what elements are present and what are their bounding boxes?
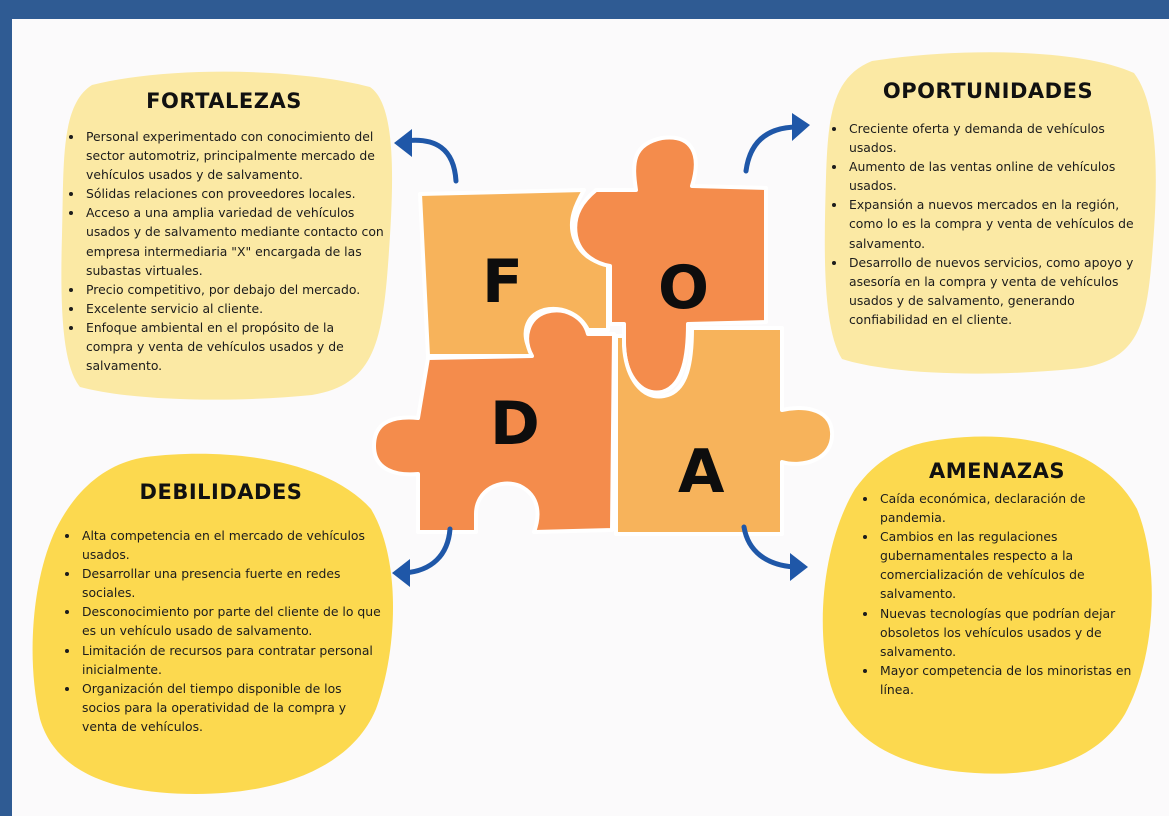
puzzle-piece-a (614, 326, 835, 536)
list-item: Acceso a una amplia variedad de vehículo… (84, 203, 384, 279)
list-item: Personal experimentado con conocimiento … (84, 127, 384, 184)
list-item: Desarrollo de nuevos servicios, como apo… (847, 253, 1149, 329)
puzzle-piece-d (372, 308, 616, 534)
diagram-canvas: FORTALEZAS Personal experimentado con co… (12, 19, 1169, 816)
letter-f: F (482, 247, 523, 317)
fortalezas-blob (52, 65, 400, 405)
list-item: Desarrollar una presencia fuerte en rede… (80, 564, 382, 602)
arrow-to-oportunidades-icon (743, 113, 810, 174)
arrow-to-debilidades-icon (392, 526, 453, 587)
oportunidades-list: Creciente oferta y demanda de vehículos … (827, 119, 1149, 329)
list-item: Enfoque ambiental en el propósito de la … (84, 318, 384, 375)
list-item: Precio competitivo, por debajo del merca… (84, 280, 384, 299)
debilidades-blob (26, 449, 404, 799)
fortalezas-list: Personal experimentado con conocimiento … (64, 127, 384, 375)
list-item: Aumento de las ventas online de vehículo… (847, 157, 1149, 195)
list-item: Alta competencia en el mercado de vehícu… (80, 526, 382, 564)
oportunidades-title: OPORTUNIDADES (882, 79, 1094, 103)
arrow-to-fortalezas-icon (394, 129, 459, 184)
list-item: Mayor competencia de los minoristas en l… (878, 661, 1136, 699)
foda-puzzle: F O D A (362, 124, 842, 544)
fortalezas-panel: FORTALEZAS Personal experimentado con co… (64, 89, 384, 375)
amenazas-list: Caída económica, declaración de pandemia… (858, 489, 1136, 699)
oportunidades-blob (812, 47, 1162, 377)
fortalezas-title: FORTALEZAS (146, 89, 302, 113)
list-item: Nuevas tecnologías que podrían dejar obs… (878, 604, 1136, 661)
letter-o: O (658, 253, 710, 323)
list-item: Organización del tiempo disponible de lo… (80, 679, 382, 736)
debilidades-title: DEBILIDADES (139, 480, 303, 504)
amenazas-panel: AMENAZAS Caída económica, declaración de… (858, 459, 1136, 699)
list-item: Creciente oferta y demanda de vehículos … (847, 119, 1149, 157)
oportunidades-panel: OPORTUNIDADES Creciente oferta y demanda… (827, 79, 1149, 329)
letter-a: A (678, 437, 725, 507)
debilidades-list: Alta competencia en el mercado de vehícu… (60, 526, 382, 736)
list-item: Limitación de recursos para contratar pe… (80, 641, 382, 679)
arrow-to-amenazas-icon (741, 524, 808, 581)
list-item: Cambios en las regulaciones gubernamenta… (878, 527, 1136, 603)
puzzle-piece-o (573, 135, 768, 395)
debilidades-panel: DEBILIDADES Alta competencia en el merca… (60, 480, 382, 736)
list-item: Desconocimiento por parte del cliente de… (80, 602, 382, 640)
list-item: Sólidas relaciones con proveedores local… (84, 184, 384, 203)
list-item: Caída económica, declaración de pandemia… (878, 489, 1136, 527)
letter-d: D (490, 389, 540, 459)
list-item: Expansión a nuevos mercados en la región… (847, 195, 1149, 252)
amenazas-title: AMENAZAS (929, 459, 1065, 483)
list-item: Excelente servicio al cliente. (84, 299, 384, 318)
amenazas-blob (815, 429, 1161, 779)
